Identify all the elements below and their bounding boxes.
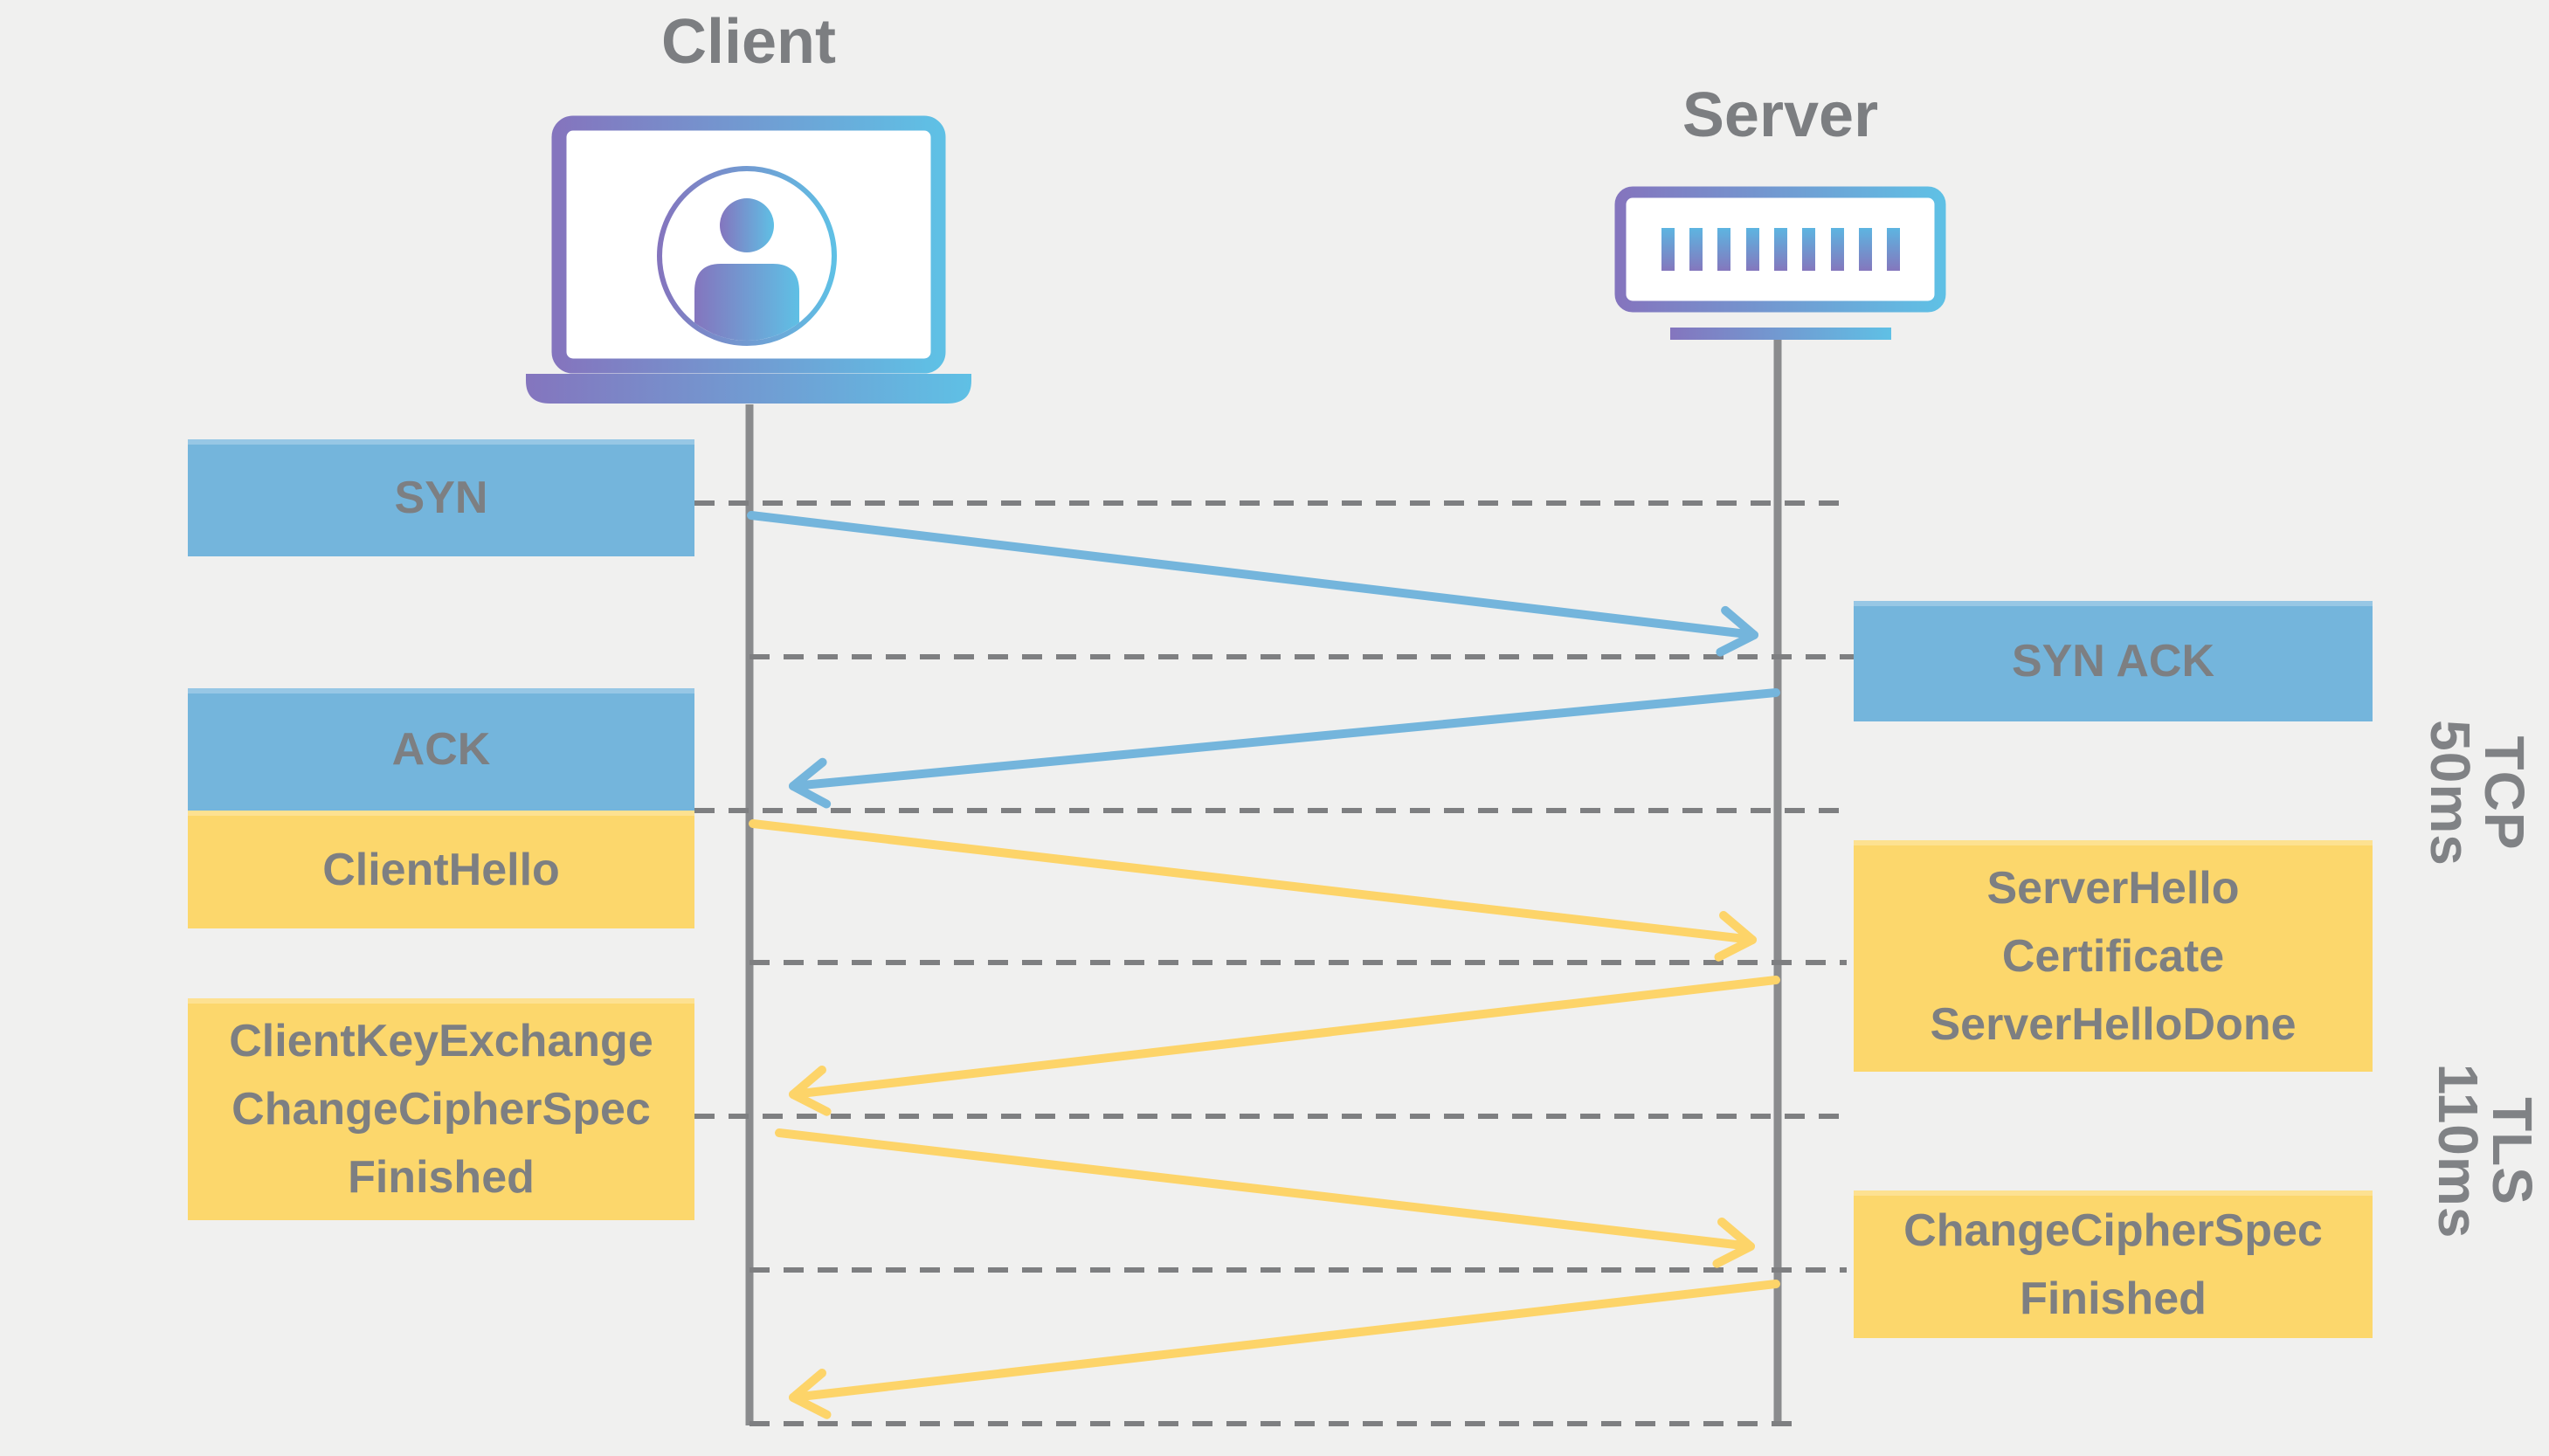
message-line: ServerHello xyxy=(1986,862,2240,914)
message-line: SYN xyxy=(394,473,488,523)
message-client-key-exchange: ClientKeyExchange ChangeCipherSpec Finis… xyxy=(188,998,694,1220)
message-line: ACK xyxy=(391,724,491,775)
message-line: ChangeCipherSpec xyxy=(1903,1204,2323,1256)
client-title: Client xyxy=(660,7,836,77)
message-line: Finished xyxy=(2020,1273,2207,1324)
message-line: Finished xyxy=(348,1152,535,1203)
arrow-client-key-exchange xyxy=(775,1128,1755,1268)
message-syn: SYN xyxy=(188,439,694,556)
phase-name: TLS xyxy=(2481,1097,2544,1205)
arrow-syn-ack xyxy=(789,688,1780,809)
user-avatar-icon xyxy=(657,166,837,346)
server-base-bar xyxy=(1670,328,1891,340)
message-line: ClientHello xyxy=(322,844,560,895)
message-line: SYN ACK xyxy=(2011,636,2215,687)
phase-name: TCP xyxy=(2473,735,2536,851)
arrow-syn xyxy=(747,511,1758,657)
message-line: ClientKeyExchange xyxy=(229,1016,653,1066)
server-title: Server xyxy=(1682,80,1879,150)
phase-label-tcp: TCP 50ms xyxy=(2419,720,2536,866)
message-line: ServerHelloDone xyxy=(1930,998,2297,1050)
message-syn-ack: SYN ACK xyxy=(1854,601,2373,721)
phase-duration: 50ms xyxy=(2419,720,2482,866)
server-slots-icon xyxy=(1661,228,1900,271)
client-laptop-icon xyxy=(526,115,971,404)
message-change-cipher-spec: ChangeCipherSpec Finished xyxy=(1854,1190,2373,1338)
phase-label-tls: TLS 110ms xyxy=(2427,1063,2544,1239)
message-line: ChangeCipherSpec xyxy=(231,1084,651,1135)
message-line: Certificate xyxy=(2001,930,2225,982)
arrow-change-cipher-spec xyxy=(789,1280,1780,1419)
message-server-hello: ServerHello Certificate ServerHelloDone xyxy=(1854,840,2373,1072)
message-client-hello: ClientHello xyxy=(188,811,694,928)
arrow-client-hello xyxy=(749,819,1757,962)
message-ack: ACK xyxy=(188,688,694,811)
server-icon xyxy=(1614,186,1946,340)
arrow-server-hello xyxy=(788,976,1780,1116)
phase-duration: 110ms xyxy=(2427,1063,2490,1239)
